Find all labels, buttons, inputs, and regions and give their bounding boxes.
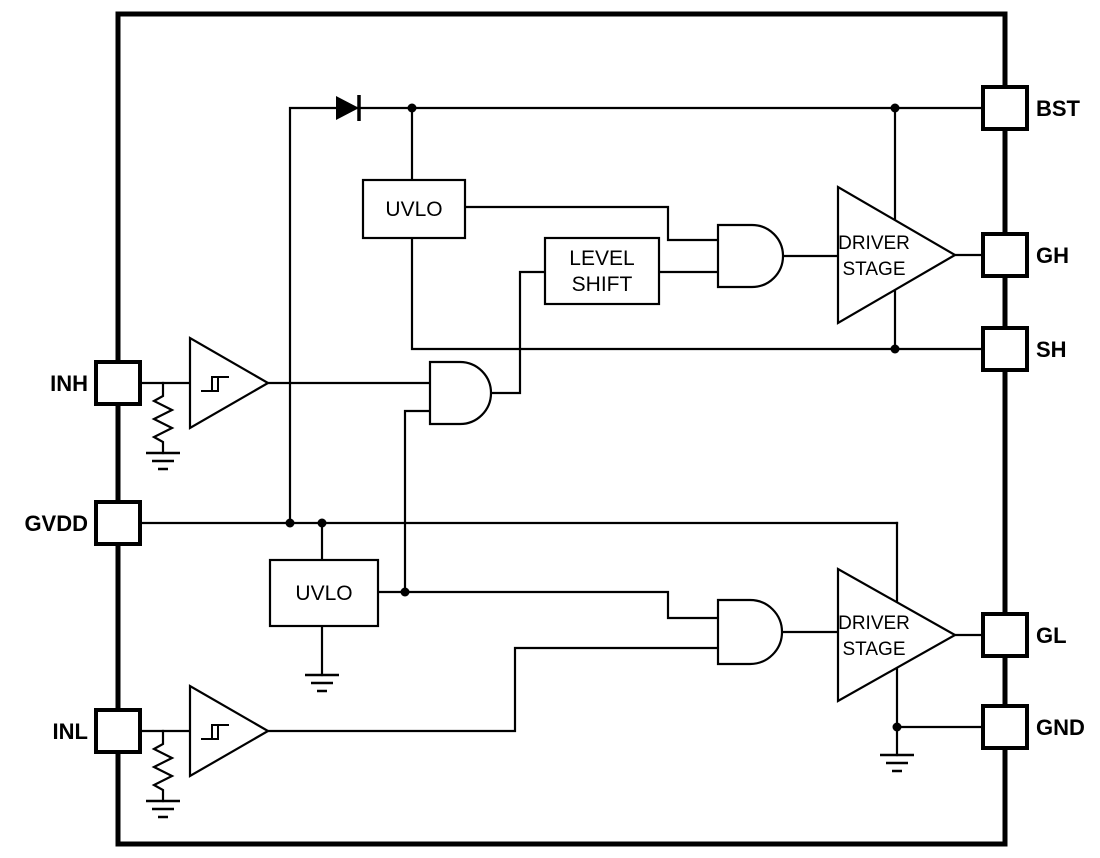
ground-symbols [146,451,914,819]
schmitt-buffer-inl [188,684,271,778]
resistor-inh [151,381,175,455]
pin-gh [981,232,1029,278]
pin-label-inh: INH [50,371,88,396]
wire-uvlo-low-to-and-mid [403,409,432,594]
pin-sh [981,326,1029,372]
and-gate-low [716,598,784,666]
junction-dot [400,587,410,597]
pin-gvdd [94,500,142,546]
wire-inl-buf-out [266,646,720,733]
wire-uvlo-high-out [463,205,720,242]
hysteresis-icon [201,724,229,740]
junction-dot [285,518,295,528]
level-shift-label-line1: LEVEL [569,247,634,270]
level-shift-box [543,236,661,306]
pin-gnd [981,704,1029,750]
driver-high-label-line1: DRIVER [838,233,910,254]
driver-low-label-line2: STAGE [843,639,906,660]
uvlo-low-block: UVLO [268,558,380,628]
level-shift-label-line2: SHIFT [572,273,633,296]
junction-dot [892,722,902,732]
wire-sh-rail [410,236,985,351]
uvlo-high-block: UVLO [361,178,467,240]
pin-label-inl: INL [53,719,88,744]
pin-gl [981,612,1029,658]
pin-inl [94,708,142,754]
pins-right: BST GH SH GL GND [981,85,1085,750]
wire-uvlo-low-out [376,590,720,620]
schmitt-buffer-inh [188,336,271,430]
wire-bst-rail [288,106,985,525]
pin-inh [94,360,142,406]
hysteresis-icon [201,376,229,392]
pin-label-bst: BST [1036,96,1081,121]
level-shift-block: LEVEL SHIFT [543,236,661,306]
pin-label-gnd: GND [1036,715,1085,740]
junction-dot [890,344,900,354]
junction-dot [890,103,900,113]
inh-buffer-triangle [188,336,271,430]
ground-symbol-uvlo-low [305,673,339,693]
junction-dot [317,518,327,528]
driver-stage-high: DRIVER STAGE [836,185,958,325]
driver-high-triangle [836,185,958,325]
resistor-inl [151,729,175,803]
pin-bst [981,85,1029,131]
ground-symbol-inl [146,799,180,819]
uvlo-low-label: UVLO [295,582,352,605]
chip-boundary [115,11,1008,847]
driver-stage-low: DRIVER STAGE [836,567,958,703]
pin-label-gl: GL [1036,623,1067,648]
diode-anode-triangle [336,96,359,120]
pin-label-sh: SH [1036,337,1067,362]
uvlo-high-label: UVLO [385,198,442,221]
driver-low-triangle [836,567,958,703]
bootstrap-diode [336,95,361,121]
and-gate-high [716,223,785,289]
pin-label-gvdd: GVDD [24,511,88,536]
wire-and-mid-out [489,270,547,395]
uvlo-high-box [361,178,467,240]
pin-label-gh: GH [1036,243,1069,268]
driver-low-label-line1: DRIVER [838,613,910,634]
ground-symbol-gnd [880,753,914,773]
inl-buffer-triangle [188,684,271,778]
ground-symbol-inh [146,451,180,471]
uvlo-low-box [268,558,380,628]
junction-dot [407,103,417,113]
junction-dots [285,103,902,732]
driver-high-label-line2: STAGE [843,259,906,280]
and-gate-mid [428,360,493,426]
pins-left: INH GVDD INL [24,360,142,754]
